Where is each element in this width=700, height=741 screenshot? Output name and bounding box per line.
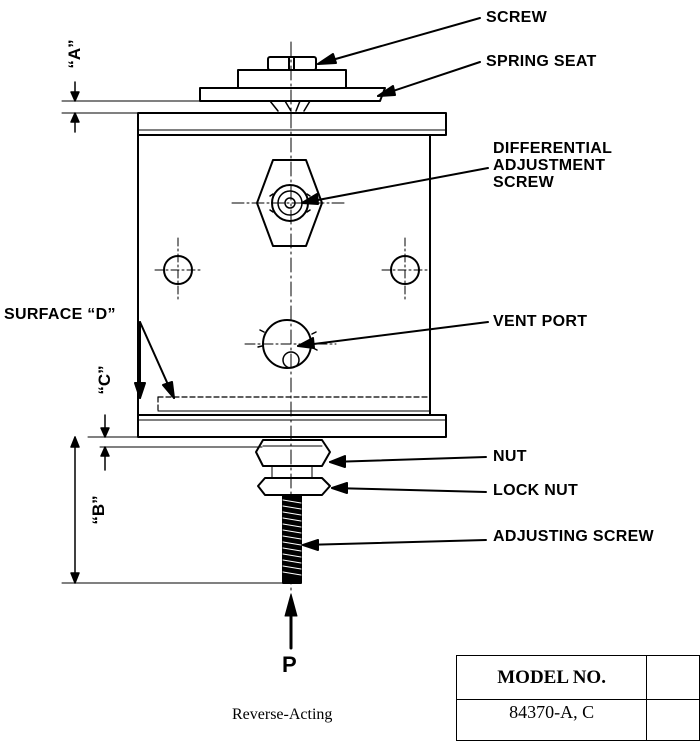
label-differential-line-3: SCREW xyxy=(493,174,555,191)
lock-nut-shape xyxy=(257,465,331,496)
switch-body xyxy=(137,134,431,416)
force-label-p: P xyxy=(282,652,297,677)
spring-seat xyxy=(199,87,386,112)
label-screw: SCREW xyxy=(486,9,548,26)
label-differential-line-2: ADJUSTMENT xyxy=(493,157,606,174)
label-vent-port: VENT PORT xyxy=(493,313,588,330)
label-surface-d: SURFACE “D” xyxy=(4,306,116,323)
dimension-b-label: “B” xyxy=(89,495,108,525)
surface-d-line xyxy=(157,396,431,412)
label-differential-adjustment-screw: DIFFERENTIAL ADJUSTMENT SCREW xyxy=(493,140,612,191)
label-spring-seat: SPRING SEAT xyxy=(486,53,597,70)
model-table: MODEL NO. 84370-A, C xyxy=(455,655,700,741)
mounting-hole-left xyxy=(154,237,202,301)
nut-shape xyxy=(255,436,331,467)
figure-caption: Reverse-Acting xyxy=(232,706,333,723)
mounting-hole-right xyxy=(381,237,429,301)
model-table-header: MODEL NO. xyxy=(455,655,648,700)
force-arrow xyxy=(284,593,298,650)
dimension-c-label: “C” xyxy=(95,365,114,395)
dimension-a xyxy=(61,81,201,133)
dimension-a-label: “A” xyxy=(65,39,84,69)
dimension-c xyxy=(87,414,263,471)
label-nut: NUT xyxy=(493,448,527,465)
label-lock-nut: LOCK NUT xyxy=(493,482,579,499)
model-table-row-1-cell-2 xyxy=(646,699,700,741)
model-table-header-cell-2 xyxy=(646,655,700,700)
label-adjusting-screw: ADJUSTING SCREW xyxy=(493,528,654,545)
callout-leaders xyxy=(134,17,489,551)
adjusting-screw-shape xyxy=(282,494,302,584)
label-differential-line-1: DIFFERENTIAL xyxy=(493,140,613,157)
bottom-plate xyxy=(137,414,447,438)
model-table-row-1: 84370-A, C xyxy=(455,699,648,741)
dimension-b xyxy=(61,436,285,584)
top-plate xyxy=(137,112,447,136)
